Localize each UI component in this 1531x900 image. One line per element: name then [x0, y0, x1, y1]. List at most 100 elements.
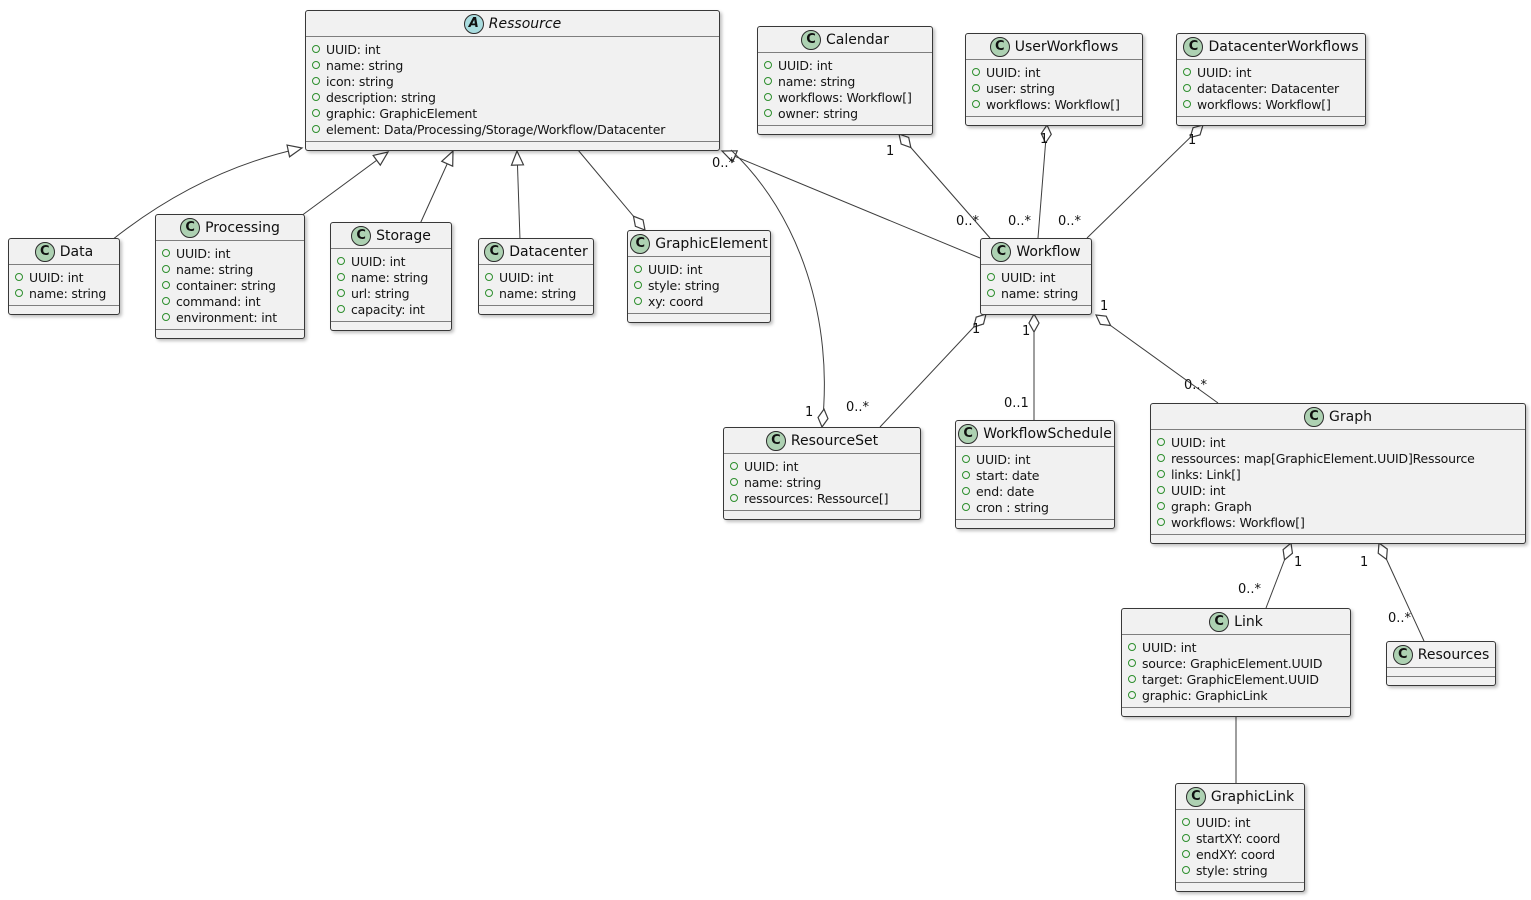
edge-workflow-graph-aggregation — [1096, 315, 1219, 404]
class-name: Datacenter — [509, 243, 588, 260]
edge-datacenter-ressource-generalization — [510, 149, 525, 241]
field-icon — [15, 273, 23, 281]
attribute-text: UUID: int — [648, 261, 703, 277]
attribute: workflows: Workflow[] — [764, 89, 926, 105]
class-icon: C — [630, 233, 651, 254]
attribute-text: UUID: int — [29, 269, 84, 285]
attribute: UUID: int — [15, 269, 113, 285]
multiplicity-label: 1 — [1188, 133, 1197, 148]
field-icon — [312, 109, 320, 117]
attribute: container: string — [162, 277, 298, 293]
attribute: UUID: int — [312, 41, 713, 57]
field-icon — [162, 249, 170, 257]
class-icon: C — [180, 217, 201, 238]
attribute: UUID: int — [972, 64, 1136, 80]
class-name: UserWorkflows — [1014, 38, 1119, 55]
attribute: UUID: int — [162, 245, 298, 261]
attribute-text: source: GraphicElement.UUID — [1142, 655, 1323, 671]
edge-graph-resources-aggregation — [1379, 543, 1425, 642]
field-icon — [764, 109, 772, 117]
field-icon — [312, 93, 320, 101]
attribute: workflows: Workflow[] — [972, 96, 1136, 112]
field-icon — [962, 471, 970, 479]
attribute-text: element: Data/Processing/Storage/Workflo… — [326, 121, 666, 137]
class-name: WorkflowSchedule — [983, 425, 1112, 442]
edge-resourceset-ressource-aggregation — [730, 149, 824, 427]
attribute-text: url: string — [351, 285, 410, 301]
multiplicity-label: 1 — [805, 405, 814, 420]
methods-compartment-empty — [156, 330, 304, 338]
attribute-text: startXY: coord — [1196, 830, 1281, 846]
field-icon — [987, 289, 995, 297]
attribute: name: string — [485, 285, 587, 301]
edge-data-ressource-generalization — [111, 144, 304, 241]
attribute-text: style: string — [1196, 862, 1268, 878]
attribute: cron : string — [962, 499, 1108, 515]
attribute: graphic: GraphicLink — [1128, 687, 1344, 703]
attribute: source: GraphicElement.UUID — [1128, 655, 1344, 671]
methods-compartment-empty — [981, 306, 1091, 314]
attribute-text: workflows: Workflow[] — [986, 96, 1120, 112]
attribute: UUID: int — [730, 458, 914, 474]
attribute-text: name: string — [351, 269, 429, 285]
field-icon — [337, 257, 345, 265]
attribute-text: UUID: int — [176, 245, 231, 261]
attribute-text: end: date — [976, 483, 1035, 499]
attribute: name: string — [337, 269, 445, 285]
attribute-text: name: string — [176, 261, 254, 277]
class-name: Resources — [1417, 646, 1490, 663]
class-icon: C — [801, 29, 822, 50]
class-name: DatacenterWorkflows — [1208, 38, 1359, 55]
attribute: ressources: map[GraphicElement.UUID]Ress… — [1157, 450, 1519, 466]
attribute: target: GraphicElement.UUID — [1128, 671, 1344, 687]
attribute-text: name: string — [744, 474, 822, 490]
multiplicity-label: 0..* — [1238, 582, 1262, 597]
attribute-text: name: string — [499, 285, 577, 301]
field-icon — [764, 77, 772, 85]
field-icon — [1128, 691, 1136, 699]
attribute-text: graph: Graph — [1171, 498, 1252, 514]
attribute-text: endXY: coord — [1196, 846, 1275, 862]
attribute-text: target: GraphicElement.UUID — [1142, 671, 1319, 687]
attribute-text: workflows: Workflow[] — [1197, 96, 1331, 112]
field-icon — [312, 45, 320, 53]
abstract-class-icon: A — [463, 13, 484, 34]
attribute-text: UUID: int — [351, 253, 406, 269]
edge-graph-link-aggregation — [1265, 543, 1291, 609]
field-icon — [1157, 518, 1165, 526]
edge-processing-ressource-generalization — [296, 151, 390, 220]
field-icon — [162, 297, 170, 305]
attribute-text: UUID: int — [1197, 64, 1252, 80]
field-icon — [1157, 438, 1165, 446]
class-icon: C — [765, 430, 786, 451]
attribute: datacenter: Datacenter — [1183, 80, 1359, 96]
class-name: Storage — [376, 227, 431, 244]
class-name: Processing — [205, 219, 280, 236]
attribute-text: description: string — [326, 89, 436, 105]
class-icon: C — [1392, 644, 1413, 665]
edge-userworkflows-workflow-aggregation — [1037, 125, 1047, 239]
attribute: workflows: Workflow[] — [1183, 96, 1359, 112]
field-icon — [634, 281, 642, 289]
methods-compartment-empty — [479, 306, 593, 314]
field-icon — [15, 289, 23, 297]
multiplicity-label: 0..* — [956, 214, 980, 229]
class-icon: C — [1209, 611, 1230, 632]
